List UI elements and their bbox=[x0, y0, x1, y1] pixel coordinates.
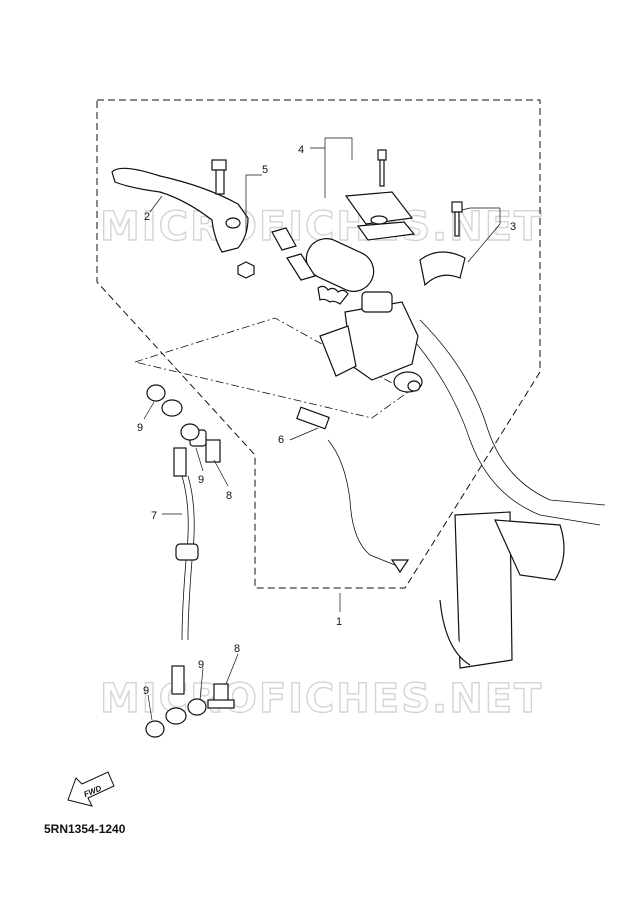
callout-9-c: 9 bbox=[198, 659, 204, 671]
callout-9-a: 9 bbox=[137, 422, 143, 434]
banjo-bolt-lower bbox=[207, 683, 235, 709]
pivot-bolt bbox=[211, 159, 255, 279]
sub-assembly-outline bbox=[133, 317, 409, 419]
callout-3: 3 bbox=[510, 221, 516, 233]
part-code: 5RN1354-1240 bbox=[44, 822, 126, 836]
callout-9-b: 9 bbox=[198, 474, 204, 486]
fwd-arrow-icon: FWD bbox=[67, 771, 115, 807]
callout-1: 1 bbox=[336, 616, 342, 628]
reservoir-cap bbox=[344, 149, 416, 241]
callout-6: 6 bbox=[278, 434, 284, 446]
brake-switch bbox=[296, 406, 410, 574]
leader-lines bbox=[143, 137, 501, 721]
assembly-outline bbox=[96, 99, 541, 589]
callout-8-lower: 8 bbox=[234, 643, 240, 655]
callout-9-d: 9 bbox=[143, 685, 149, 697]
copper-washers bbox=[145, 384, 207, 738]
lever-pivot bbox=[225, 217, 241, 229]
banjo-bolt-upper bbox=[189, 429, 221, 463]
handlebar-clamp bbox=[419, 201, 466, 287]
master-cylinder bbox=[319, 291, 423, 393]
brake-lever bbox=[111, 167, 249, 253]
callout-7: 7 bbox=[151, 510, 157, 522]
callout-8-upper: 8 bbox=[226, 490, 232, 502]
callout-4: 4 bbox=[298, 144, 304, 156]
piston-kit bbox=[271, 227, 349, 305]
handlebar bbox=[305, 238, 606, 669]
callout-2: 2 bbox=[144, 211, 150, 223]
brake-hose bbox=[161, 399, 199, 725]
callout-5: 5 bbox=[262, 164, 268, 176]
